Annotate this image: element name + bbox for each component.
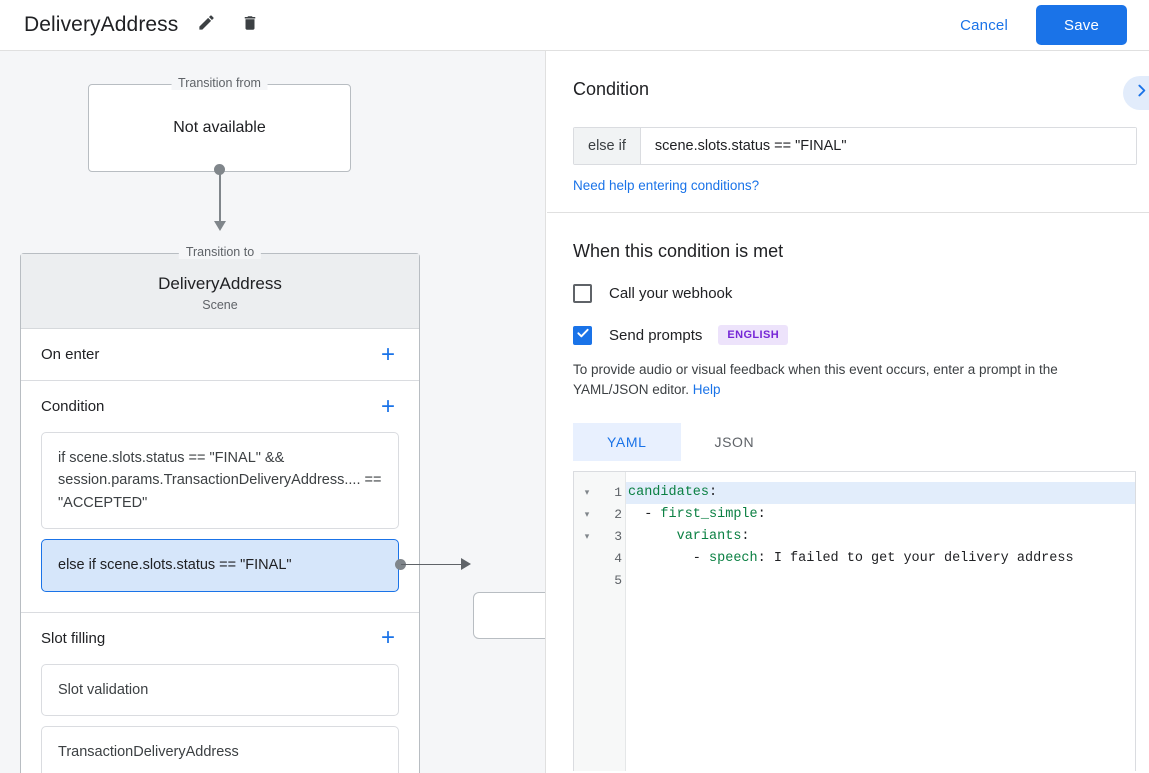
edge-line-horizontal bbox=[401, 563, 463, 565]
connector-arrowhead-down bbox=[213, 221, 226, 231]
editor-line-number-gutter: 1 2 3 4 5 bbox=[600, 471, 626, 771]
line-number: 5 bbox=[614, 572, 622, 588]
flow-canvas[interactable]: Transition from Not available Transition… bbox=[0, 51, 546, 773]
fold-toggle[interactable]: ▾ bbox=[584, 531, 590, 542]
condition-help-link[interactable]: Need help entering conditions? bbox=[573, 178, 760, 193]
scene-card-header: DeliveryAddress Scene bbox=[21, 254, 419, 329]
add-on-enter-button[interactable]: + bbox=[380, 340, 395, 368]
section-header-on-enter: On enter + bbox=[41, 329, 399, 380]
scene-name: DeliveryAddress bbox=[158, 274, 282, 293]
slot-filling-item[interactable]: TransactionDeliveryAddress bbox=[41, 726, 399, 773]
condition-item[interactable]: if scene.slots.status == "FINAL" && sess… bbox=[41, 432, 399, 530]
call-webhook-label: Call your webhook bbox=[609, 285, 733, 302]
slot-filling-list: Slot validation TransactionDeliveryAddre… bbox=[41, 663, 399, 773]
prompts-hint: To provide audio or visual feedback when… bbox=[573, 360, 1123, 401]
editor-format-tabs: YAML JSON bbox=[573, 422, 1123, 461]
call-webhook-checkbox[interactable] bbox=[573, 284, 592, 303]
condition-list: if scene.slots.status == "FINAL" && sess… bbox=[41, 432, 399, 612]
trash-icon bbox=[241, 14, 259, 37]
delete-button[interactable] bbox=[234, 9, 266, 41]
prompts-help-link[interactable]: Help bbox=[692, 382, 721, 398]
scene-type: Scene bbox=[202, 298, 238, 312]
fold-toggle[interactable]: ▾ bbox=[584, 487, 590, 498]
transition-to-legend: Transition to bbox=[178, 245, 262, 259]
code-line[interactable] bbox=[626, 570, 1135, 592]
fold-toggle[interactable] bbox=[574, 548, 600, 570]
page-title: DeliveryAddress bbox=[24, 13, 179, 36]
section-header-slot-filling: Slot filling + bbox=[41, 613, 399, 664]
webhook-row[interactable]: Call your webhook bbox=[573, 284, 1123, 303]
section-slot-filling: Slot filling + Slot validation Transacti… bbox=[21, 613, 419, 773]
code-line[interactable]: - speech: I failed to get your delivery … bbox=[628, 550, 1074, 566]
editor-fold-gutter[interactable]: ▾ ▾ ▾ bbox=[574, 471, 600, 771]
line-number: 3 bbox=[614, 528, 622, 544]
code-line[interactable]: - first_simple: bbox=[628, 506, 766, 522]
condition-section: Condition else if Need help entering con… bbox=[547, 51, 1149, 213]
condition-expression-input[interactable] bbox=[640, 128, 1136, 164]
save-button[interactable]: Save bbox=[1036, 5, 1127, 45]
pencil-icon bbox=[197, 13, 216, 37]
section-header-condition: Condition + bbox=[41, 381, 399, 432]
condition-input-row[interactable]: else if bbox=[573, 127, 1137, 165]
chevron-right-icon bbox=[1133, 82, 1149, 104]
top-app-bar: DeliveryAddress Cancel Save bbox=[0, 0, 1149, 51]
code-line[interactable]: candidates: bbox=[626, 481, 1135, 504]
add-slot-filling-button[interactable]: + bbox=[380, 624, 395, 652]
prompts-hint-text: To provide audio or visual feedback when… bbox=[573, 362, 1058, 398]
code-editor[interactable]: ▾ ▾ ▾ 1 2 3 4 5 candidates: - first_simp… bbox=[573, 470, 1136, 771]
when-met-heading: When this condition is met bbox=[573, 241, 784, 261]
code-line[interactable]: variants: bbox=[676, 528, 750, 544]
transition-from-legend: Transition from bbox=[171, 76, 268, 90]
condition-prefix-label: else if bbox=[574, 128, 641, 164]
expand-panel-button[interactable] bbox=[1123, 76, 1149, 110]
line-number: 2 bbox=[614, 506, 622, 522]
condition-item-selected[interactable]: else if scene.slots.status == "FINAL" bbox=[41, 539, 399, 592]
section-title-slot-filling: Slot filling bbox=[41, 629, 106, 647]
checkmark-icon bbox=[576, 326, 590, 345]
slot-filling-item[interactable]: Slot validation bbox=[41, 663, 399, 717]
send-prompts-label: Send prompts bbox=[609, 326, 703, 344]
edge-source-dot bbox=[395, 559, 406, 570]
editor-code-area[interactable]: candidates: - first_simple: variants: - … bbox=[626, 472, 1135, 771]
fold-toggle[interactable] bbox=[574, 570, 600, 592]
section-on-enter: On enter + bbox=[21, 329, 419, 381]
fold-toggle[interactable]: ▾ bbox=[584, 509, 590, 520]
panel-divider bbox=[547, 212, 1149, 213]
tab-json[interactable]: JSON bbox=[681, 423, 789, 461]
send-prompts-row[interactable]: Send prompts ENGLISH bbox=[573, 325, 1123, 345]
target-node-empty[interactable] bbox=[473, 592, 545, 639]
cancel-button[interactable]: Cancel bbox=[946, 9, 1022, 42]
send-prompts-checkbox[interactable] bbox=[573, 325, 592, 345]
section-title-condition: Condition bbox=[41, 398, 105, 415]
when-met-section: When this condition is met Call your web… bbox=[547, 213, 1149, 771]
edit-name-button[interactable] bbox=[190, 9, 222, 41]
line-number: 4 bbox=[614, 550, 622, 566]
language-badge: ENGLISH bbox=[718, 325, 789, 345]
scene-node-card[interactable]: Transition to DeliveryAddress Scene On e… bbox=[20, 245, 420, 773]
line-number: 1 bbox=[614, 484, 622, 500]
add-condition-button[interactable]: + bbox=[380, 392, 395, 420]
detail-panel: Condition else if Need help entering con… bbox=[547, 51, 1149, 773]
connector-line-vertical bbox=[219, 169, 221, 224]
edge-arrowhead-right bbox=[461, 558, 471, 570]
transition-from-value: Not available bbox=[173, 119, 266, 136]
section-title-on-enter: On enter bbox=[41, 346, 100, 363]
section-condition: Condition + if scene.slots.status == "FI… bbox=[21, 381, 419, 613]
condition-heading: Condition bbox=[573, 79, 650, 99]
transition-from-node[interactable]: Transition from Not available bbox=[88, 76, 351, 172]
tab-yaml[interactable]: YAML bbox=[573, 422, 681, 461]
